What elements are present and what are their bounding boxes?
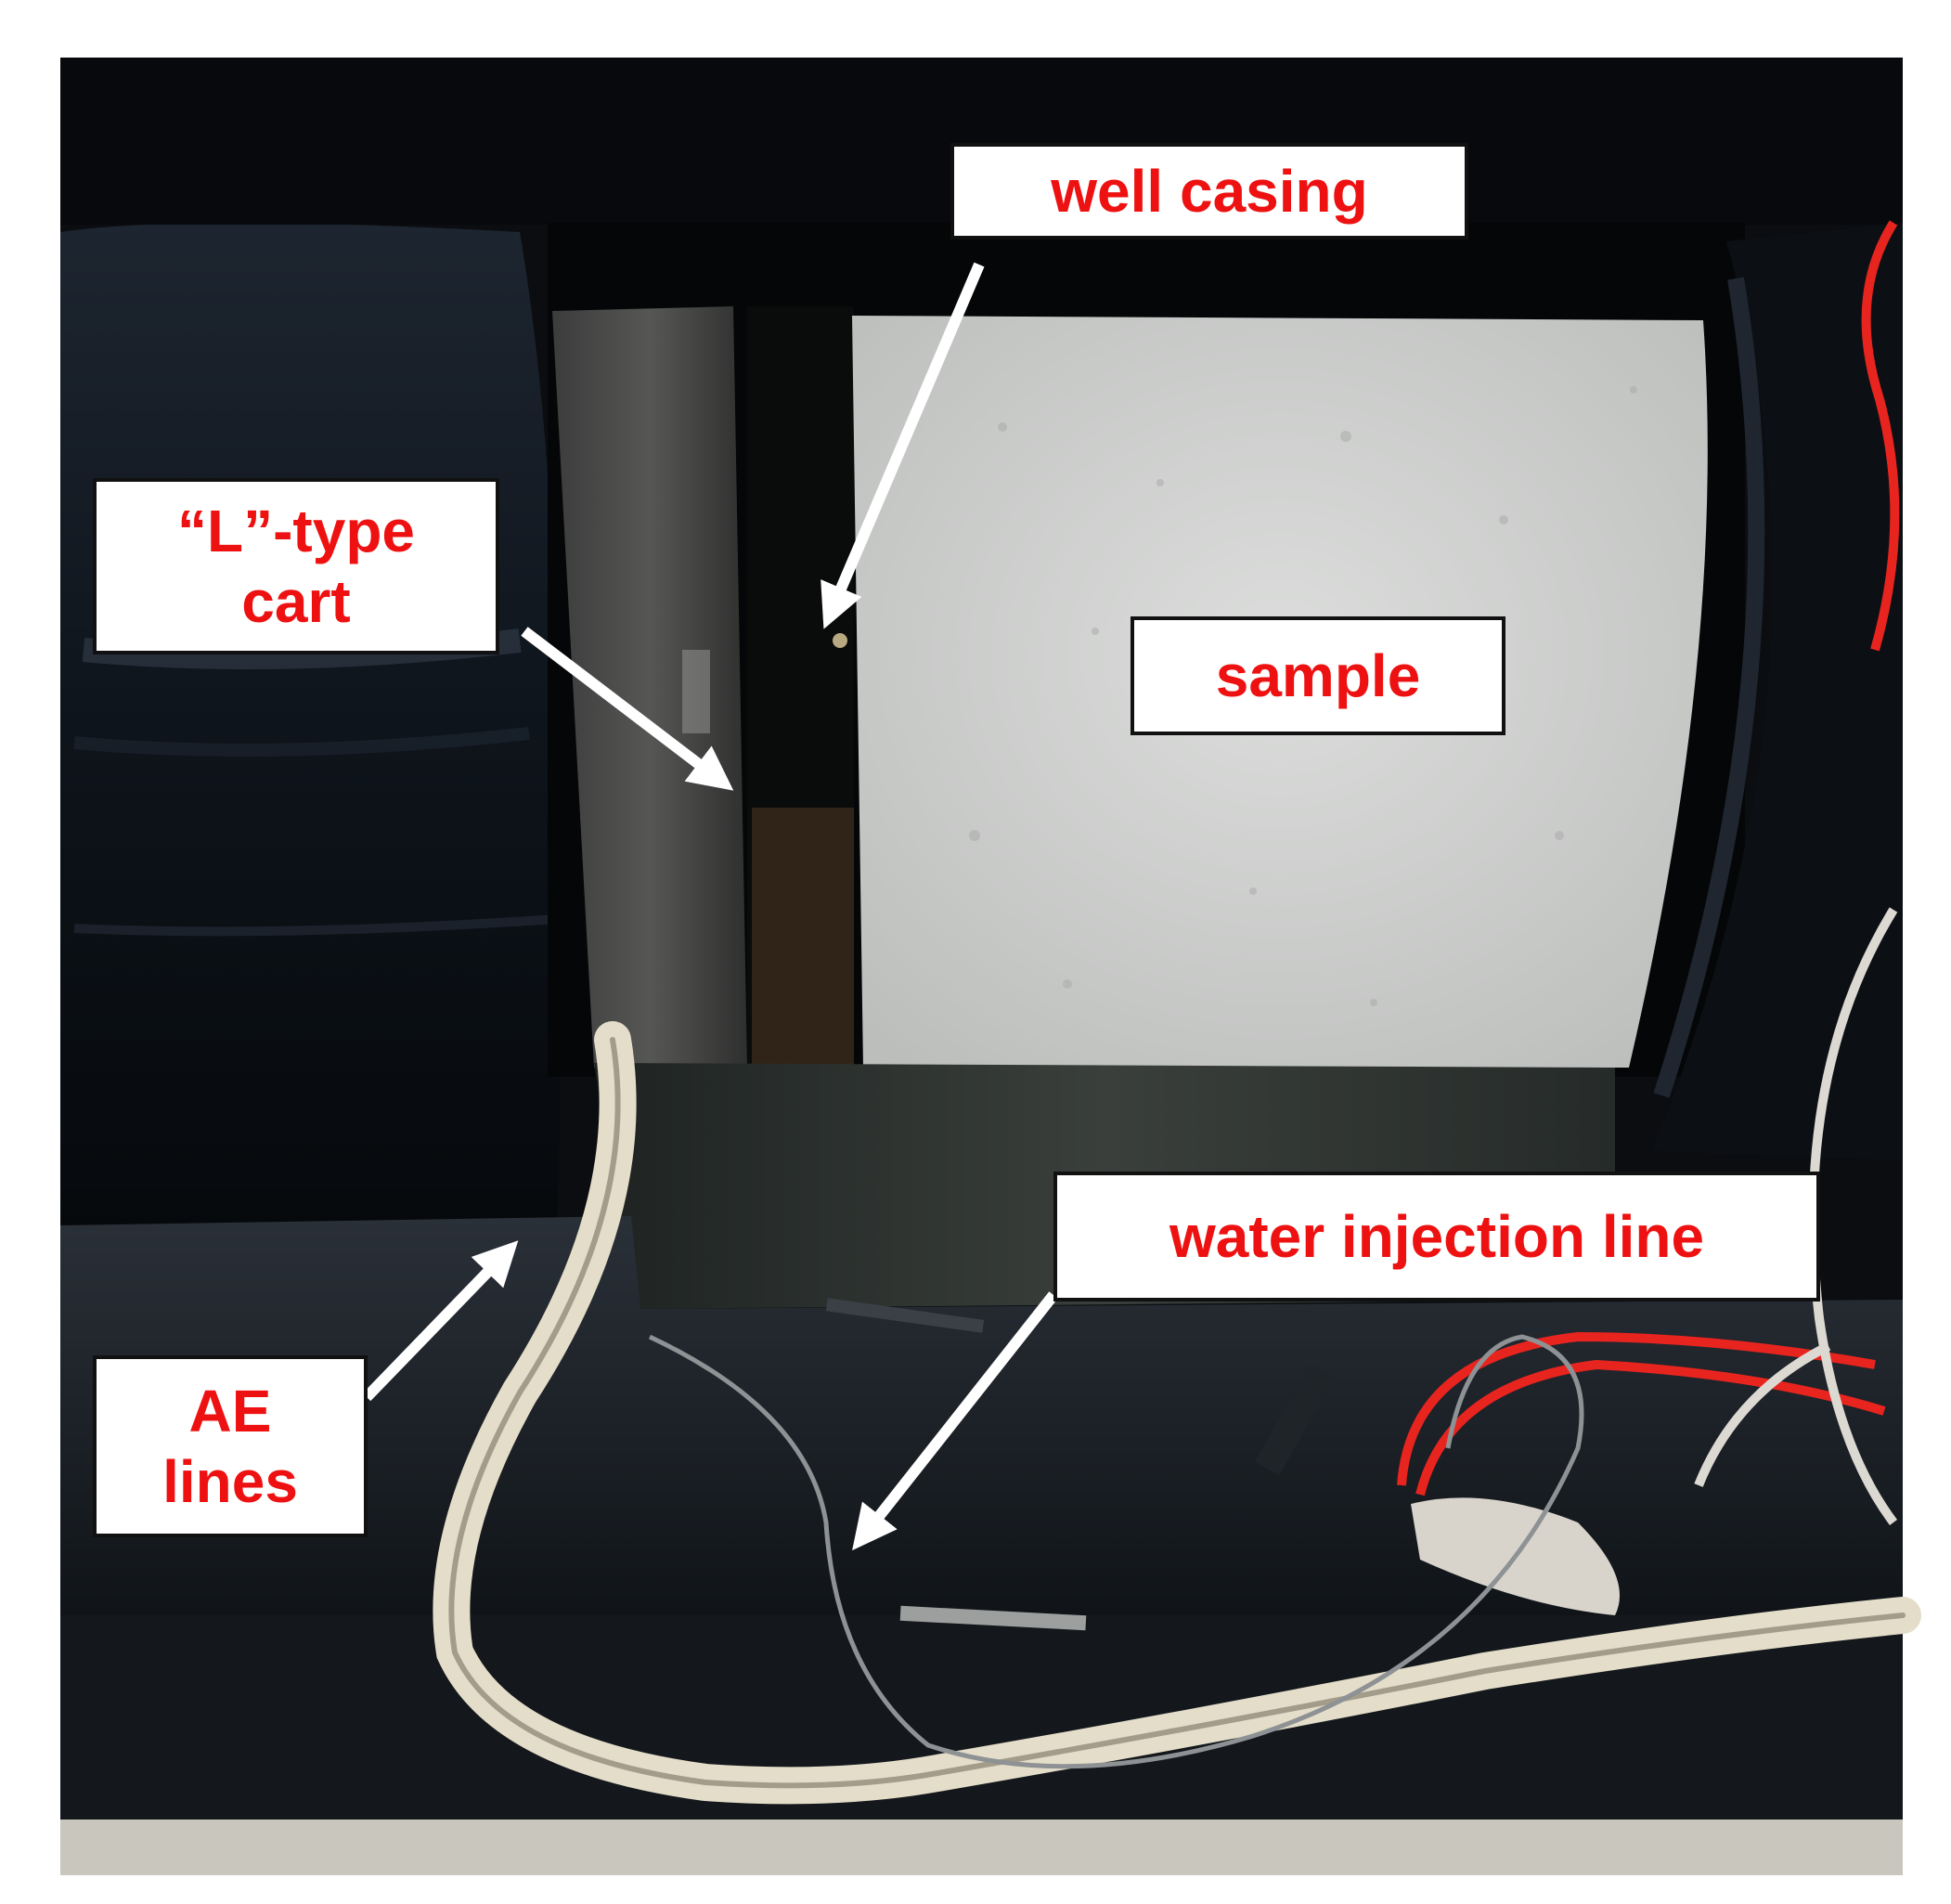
- water-injection-tube: [648, 1334, 1584, 1769]
- label-ae-lines-line1: AE: [188, 1378, 272, 1444]
- left-steel-end: [60, 223, 562, 1235]
- label-l-type-cart: “L”-type cart: [93, 478, 499, 654]
- l-type-cart: [552, 306, 747, 1068]
- label-sample-text: sample: [1215, 642, 1421, 709]
- casing-bolt: [833, 633, 847, 648]
- label-ae-lines: AE lines: [93, 1355, 368, 1537]
- label-l-type-cart-line2: cart: [241, 568, 351, 635]
- label-ae-lines-line2: lines: [162, 1448, 298, 1515]
- label-well-casing: well casing: [950, 143, 1468, 240]
- right-steel-end: [1652, 223, 1903, 1160]
- label-sample: sample: [1131, 616, 1505, 735]
- ae-cable-bundle: [433, 1021, 1921, 1805]
- label-water-injection-line: water injection line: [1053, 1172, 1820, 1302]
- label-l-type-cart-line1: “L”-type: [177, 498, 415, 564]
- arrow-icon: [362, 262, 1058, 1551]
- label-water-injection-line-text: water injection line: [1169, 1203, 1705, 1270]
- label-well-casing-text: well casing: [1051, 158, 1368, 225]
